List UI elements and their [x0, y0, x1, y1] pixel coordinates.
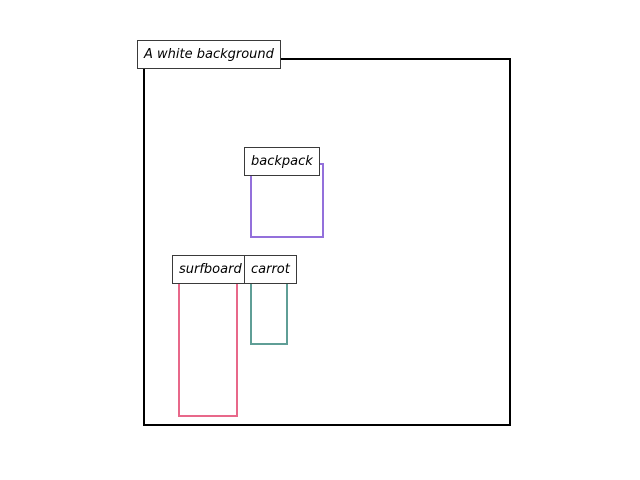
backpack-label: backpack: [244, 147, 320, 176]
surfboard-box: [178, 272, 238, 417]
carrot-label: carrot: [244, 255, 297, 284]
scene-caption-label: A white background: [137, 40, 281, 69]
scene-frame: [143, 58, 511, 426]
surfboard-label: surfboard: [172, 255, 249, 284]
